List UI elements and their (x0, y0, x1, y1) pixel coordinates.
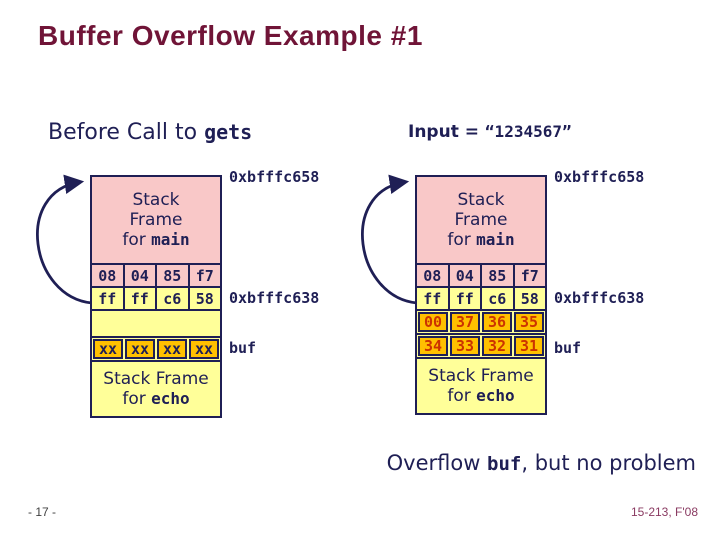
byte-cell: ff (90, 286, 125, 311)
before-call-heading: Before Call to gets (48, 120, 252, 145)
stack-diagram-after: Stack Frame for main 08 04 85 f7 ff ff c… (415, 175, 547, 415)
main-function-name: main (476, 230, 515, 250)
saved-ebp-row: ff ff c6 58 (415, 286, 547, 311)
echo-frame-label: Stack Frame for echo (103, 369, 208, 409)
frame-label-line: for echo (447, 386, 515, 406)
echo-stack-frame-box: Stack Frame for echo (415, 357, 547, 415)
frame-label-line: for main (122, 230, 190, 251)
buf-variable-name: buf (487, 453, 522, 475)
byte-cell: 35 (514, 312, 544, 332)
frame-label-line: Frame (454, 209, 508, 230)
frame-label-line: Stack Frame (428, 365, 534, 386)
page-number: - 17 - (28, 505, 57, 519)
byte-cell: xx (189, 339, 219, 359)
byte-cell: ff (122, 286, 157, 311)
byte-cell: 36 (482, 312, 512, 332)
byte-cell: 04 (122, 263, 157, 288)
buf-label-after: buf (554, 339, 582, 357)
echo-frame-label: Stack Frame for echo (428, 366, 533, 406)
byte-cell: 58 (187, 286, 222, 311)
byte-cell: xx (125, 339, 155, 359)
frame-label-line: Frame (129, 209, 183, 230)
frame-label-line: Stack (132, 189, 180, 210)
byte-cell: xx (157, 339, 187, 359)
byte-cell: xx (93, 339, 123, 359)
saved-ebp-arrow-left (36, 174, 93, 305)
byte-cell: 33 (450, 336, 480, 356)
main-frame-label: Stack Frame for main (447, 190, 514, 250)
course-footer: 15-213, F'08 (630, 505, 698, 519)
main-stack-frame-box: Stack Frame for main (415, 175, 547, 265)
address-label-top-before: 0xbfffc658 (229, 168, 320, 186)
conclusion-note: Overflow buf, but no problem (386, 451, 696, 475)
byte-cell: f7 (512, 263, 547, 288)
echo-function-name: echo (151, 389, 190, 408)
byte-cell: 85 (480, 263, 515, 288)
byte-cell: 58 (512, 286, 547, 311)
byte-cell: 00 (418, 312, 448, 332)
byte-cell: 32 (482, 336, 512, 356)
saved-ebp-arrow-right (361, 174, 418, 305)
input-heading: Input = “1234567” (408, 122, 572, 142)
echo-function-name: echo (476, 386, 515, 405)
frame-label-line: for main (447, 230, 515, 251)
input-string-value: “1234567” (484, 122, 572, 141)
return-address-row: 08 04 85 f7 (90, 263, 222, 288)
saved-ebp-row: ff ff c6 58 (90, 286, 222, 311)
address-label-ebp-after: 0xbfffc638 (554, 289, 645, 307)
buf-label-before: buf (229, 339, 257, 357)
main-stack-frame-box: Stack Frame for main (90, 175, 222, 265)
frame-label-line: Stack Frame (103, 368, 209, 389)
gets-function-name: gets (204, 120, 253, 144)
echo-stack-frame-box: Stack Frame for echo (90, 360, 222, 418)
frame-label-line: Stack (457, 189, 505, 210)
input-text: Input = (408, 122, 485, 142)
buf-row: xx xx xx xx (90, 336, 222, 362)
byte-cell: 85 (155, 263, 190, 288)
buf-row-overwritten: 34 33 32 31 (415, 333, 547, 359)
main-frame-label: Stack Frame for main (122, 190, 189, 250)
byte-cell: ff (415, 286, 450, 311)
byte-cell: 37 (450, 312, 480, 332)
address-label-top-after: 0xbfffc658 (554, 168, 645, 186)
byte-cell: f7 (187, 263, 222, 288)
byte-cell: ff (447, 286, 482, 311)
byte-cell: 04 (447, 263, 482, 288)
byte-cell: 31 (514, 336, 544, 356)
frame-label-line: for echo (122, 389, 190, 409)
stack-diagram-before: Stack Frame for main 08 04 85 f7 ff ff c… (90, 175, 222, 418)
byte-cell: c6 (155, 286, 190, 311)
unused-stack-space (90, 309, 222, 338)
byte-cell: 34 (418, 336, 448, 356)
address-label-ebp-before: 0xbfffc638 (229, 289, 320, 307)
byte-cell: 08 (90, 263, 125, 288)
before-call-text: Before Call to (48, 120, 205, 145)
main-function-name: main (151, 230, 190, 250)
byte-cell: c6 (480, 286, 515, 311)
slide-title: Buffer Overflow Example #1 (38, 20, 423, 51)
return-address-row: 08 04 85 f7 (415, 263, 547, 288)
byte-cell: 08 (415, 263, 450, 288)
overflowed-bytes-row: 00 37 36 35 (415, 309, 547, 335)
